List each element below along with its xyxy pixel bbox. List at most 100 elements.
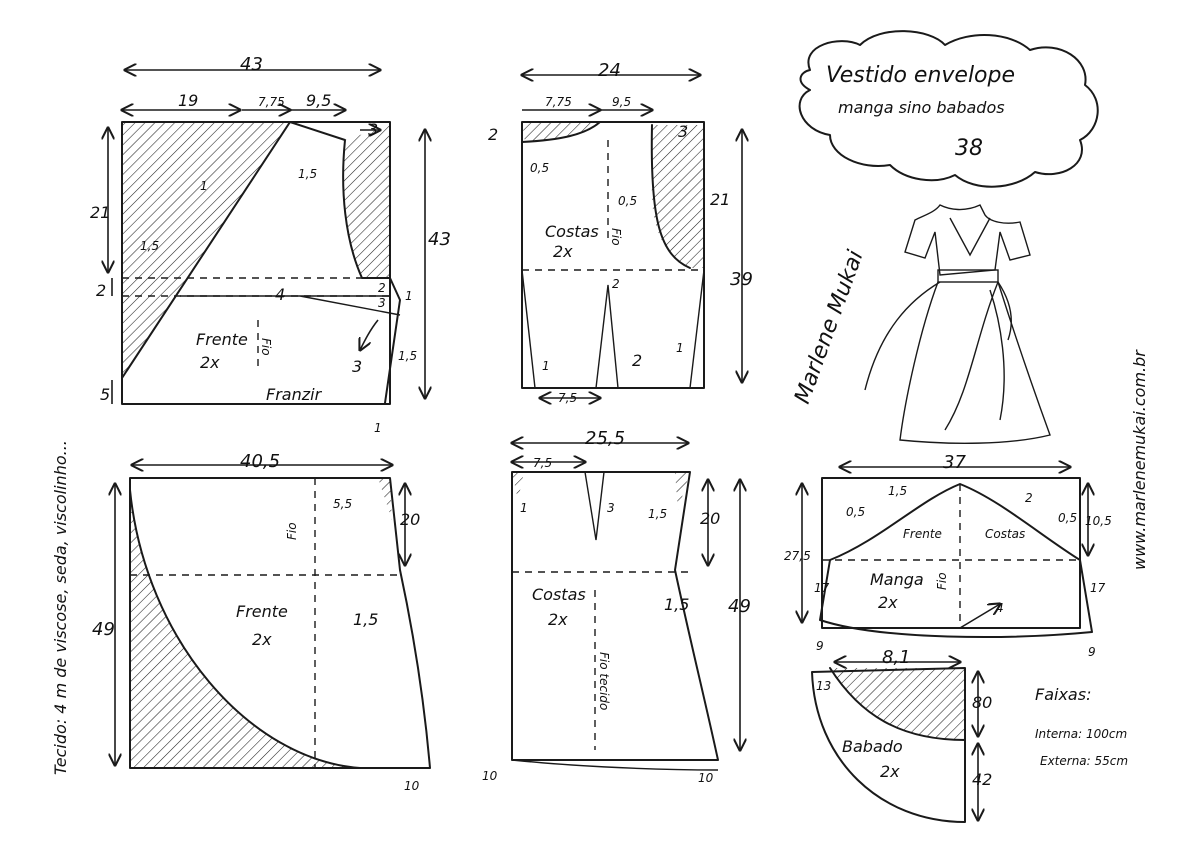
- back-bodice-qty: 2x: [553, 242, 573, 261]
- sleeve-d9b-label: 9: [1088, 645, 1096, 659]
- sleeve-grain: Fio: [935, 572, 949, 590]
- front-w775-label: 7,75: [258, 95, 285, 109]
- front-d3b-label: 3: [378, 296, 386, 310]
- ruffle-hatch: [830, 668, 965, 740]
- front-skirt-qty: 2x: [252, 630, 272, 649]
- front-skirt-h20-label: 20: [400, 510, 420, 529]
- back-bodice-name: Costas: [545, 222, 599, 241]
- front-skirt-width-label: 40,5: [240, 451, 280, 472]
- front-bodice-name: Frente: [196, 330, 248, 349]
- sleeve-d05b-label: 0,5: [1058, 511, 1077, 525]
- front-skirt-piece: [115, 465, 431, 769]
- back-h39-label: 39: [730, 269, 753, 290]
- sleeve-d2-label: 2: [1025, 491, 1033, 505]
- front-skirt-outline: [129, 477, 431, 769]
- front-w19-label: 19: [178, 91, 198, 110]
- front-skirt-name: Frente: [236, 602, 288, 621]
- ties-inner: Interna: 100cm: [1035, 727, 1127, 741]
- back-d2-label: 2: [488, 125, 498, 144]
- back-bodice-outline: [521, 121, 705, 389]
- front-neckline: [121, 121, 291, 379]
- back-skirt-d10a-label: 10: [482, 769, 498, 783]
- sleeve-d4-arrow: [959, 604, 1000, 629]
- title-line1: Vestido envelope: [826, 63, 1015, 88]
- sleeve-body: [819, 559, 1093, 638]
- back-skirt-d15a-label: 1,5: [648, 507, 667, 521]
- back-armhole-hatch: [651, 125, 704, 268]
- back-skirt-d15b-label: 1,5: [664, 595, 689, 614]
- front-bodice-gather: Franzir: [266, 385, 323, 404]
- back-width-label: 24: [598, 60, 621, 81]
- front-bodice-outline: [121, 121, 391, 405]
- front-d3c-arrow: [360, 319, 379, 350]
- back-skirt-h49-label: 49: [728, 596, 751, 617]
- back-skirt-d3-label: 3: [607, 501, 615, 515]
- front-d15b-label: 1,5: [298, 167, 317, 181]
- ruffle-h80-label: 80: [972, 693, 992, 712]
- back-skirt-d1-label: 1: [520, 501, 528, 515]
- front-d1c-label: 1: [374, 421, 382, 435]
- front-h21-label: 21: [90, 203, 110, 222]
- sleeve-outline-box: [821, 477, 1081, 629]
- front-skirt-h49-label: 49: [92, 619, 115, 640]
- back-skirt-dart: [584, 471, 605, 541]
- ruffle-name: Babado: [842, 737, 903, 756]
- sleeve-cap: [829, 483, 1081, 561]
- back-skirt-w75-label: 7,5: [533, 456, 552, 470]
- back-h21-label: 21: [710, 190, 730, 209]
- ruffle-qty: 2x: [880, 762, 900, 781]
- front-skirt-d15-label: 1,5: [353, 610, 378, 629]
- ruffle-h42-label: 42: [972, 770, 992, 789]
- back-skirt-outline: [511, 471, 719, 761]
- ties-heading: Faixas:: [1035, 685, 1091, 704]
- dress-sketch: [864, 204, 1051, 444]
- front-d2b-label: 2: [378, 281, 386, 295]
- website-url: www.marlenemukai.com.br: [1130, 349, 1149, 570]
- back-neck-armhole: [521, 121, 691, 269]
- ruffle-inner-curve: [829, 667, 966, 741]
- front-w95-label: 9,5: [306, 91, 331, 110]
- sleeve-front-label: Frente: [903, 527, 942, 541]
- front-skirt-d10-label: 10: [404, 779, 420, 793]
- back-skirt-qty: 2x: [548, 610, 568, 629]
- front-skirt-curve: [129, 489, 361, 769]
- back-neck-hatch: [522, 122, 600, 142]
- fabric-note: Tecido: 4 m de viscose, seda, viscolinho…: [51, 440, 70, 775]
- front-d15a-label: 1,5: [140, 239, 159, 253]
- ruffle-piece: [811, 662, 978, 823]
- dress-waistband-sketch: [937, 269, 999, 283]
- back-skirt-name: Costas: [532, 585, 586, 604]
- front-d3c-label: 3: [352, 357, 362, 376]
- front-h43-label: 43: [428, 229, 451, 250]
- front-skirt-dart-hatch: [378, 478, 392, 520]
- back-dr1-label: 1: [676, 341, 684, 355]
- front-d1a-label: 1: [200, 179, 208, 193]
- back-bodice-grain: Fio: [609, 228, 623, 246]
- front-skirt-hatch: [130, 490, 360, 768]
- back-skirt-hem: [511, 759, 719, 771]
- back-d2b-label: 2: [612, 277, 620, 291]
- ruffle-outline: [811, 667, 966, 823]
- sleeve-qty: 2x: [878, 593, 898, 612]
- back-skirt-width-label: 25,5: [585, 428, 625, 449]
- sleeve-d05a-label: 0,5: [846, 505, 865, 519]
- back-skirt-hatch-right: [675, 472, 690, 510]
- front-bodice-armhole-hatch: [343, 125, 390, 278]
- sleeve-piece: [802, 467, 1093, 638]
- back-skirt-piece: [511, 443, 740, 771]
- ties-outer: Externa: 55cm: [1040, 754, 1128, 768]
- sleeve-width-label: 37: [943, 452, 966, 473]
- title-cloud: [798, 30, 1099, 188]
- back-w775-label: 7,75: [545, 95, 572, 109]
- back-dm2-label: 2: [632, 351, 642, 370]
- ruffle-d13-label: 13: [816, 679, 831, 693]
- dress-ties-sketch: [864, 281, 1012, 391]
- dress-bodice-sketch: [904, 204, 1031, 276]
- sleeve-name: Manga: [870, 570, 924, 589]
- sleeve-d4-label: 4: [996, 601, 1004, 615]
- sleeve-d15-label: 1,5: [888, 484, 907, 498]
- back-skirt-hatch-left: [512, 472, 524, 500]
- back-w75-label: 7,5: [558, 391, 577, 405]
- back-bodice-piece: [522, 75, 742, 398]
